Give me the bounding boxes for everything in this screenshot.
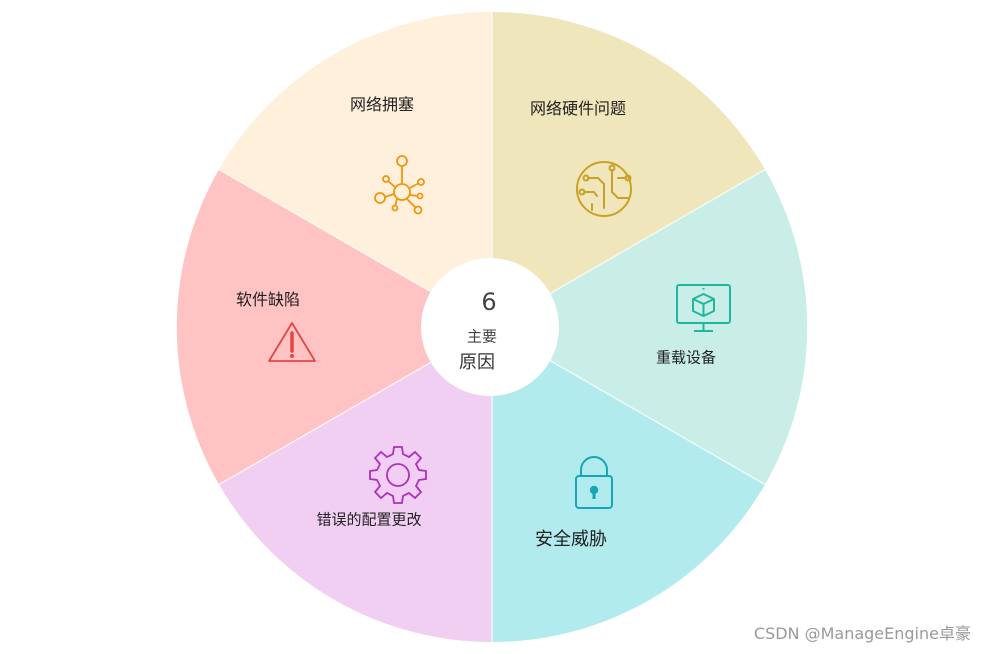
label-network-congestion: 网络拥塞 — [349, 95, 415, 114]
center-hub — [421, 258, 559, 396]
label-heavy-load-devices: 重载设备 — [655, 348, 717, 367]
segment-software-defects — [176, 169, 492, 485]
label-software-defects: 软件缺陷 — [235, 290, 301, 309]
gear-icon — [369, 446, 427, 504]
label-security-threats: 安全威胁 — [535, 529, 607, 550]
label-config-changes: 错误的配置更改 — [316, 510, 422, 529]
label-network-hardware: 网络硬件问题 — [529, 99, 627, 118]
center-label-cause: 原因 — [459, 352, 495, 373]
circuit-icon — [576, 161, 632, 217]
network-hub-icon — [374, 155, 425, 215]
padlock-icon — [575, 456, 613, 509]
warning-icon — [268, 322, 316, 362]
watermark: CSDN @ManageEngine卓豪 — [753, 624, 971, 643]
segment-config-changes — [219, 327, 492, 643]
segment-network-hardware — [492, 11, 765, 327]
center-label-main: 主要 — [466, 327, 498, 346]
segment-heavy-load-devices — [492, 169, 808, 485]
segment-network-congestion — [219, 11, 492, 328]
center-count: 6 — [481, 288, 497, 316]
segment-security-threats — [492, 327, 765, 643]
monitor-cube-icon — [676, 284, 731, 332]
